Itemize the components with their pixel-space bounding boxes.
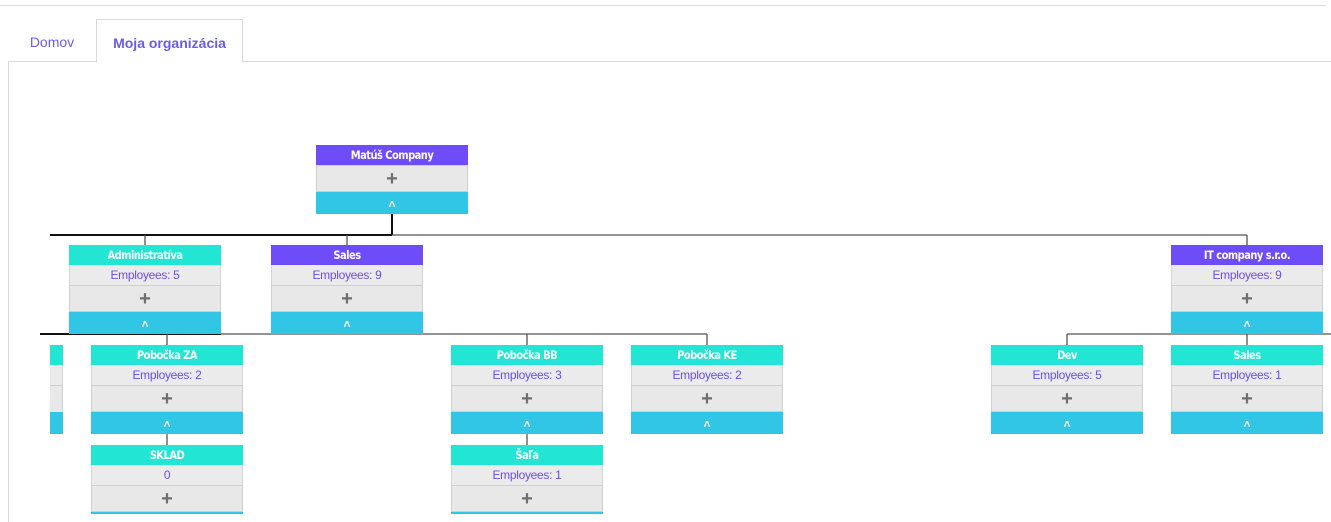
collapse-bar-partial (91, 512, 243, 514)
employee-count: Employees: 3 (451, 365, 603, 385)
org-node-title: Pobočka BB (496, 348, 558, 362)
collapse-bar-partial (451, 512, 603, 514)
expand-button[interactable]: + (1171, 285, 1323, 312)
org-node-title: IT company s.r.o. (1203, 248, 1291, 262)
collapse-button[interactable]: ˄ (271, 312, 423, 334)
expand-button[interactable]: + (91, 485, 243, 512)
partial-node-left (50, 345, 63, 434)
employee-count: Employees: 9 (271, 265, 423, 285)
tab-bar: Domov Moja organizácia (8, 19, 1331, 63)
org-node-it-company: IT company s.r.o. Employees: 9 + ˄ (1171, 245, 1323, 334)
tab-moja-organizacia[interactable]: Moja organizácia (96, 19, 243, 63)
employee-count: Employees: 9 (1171, 265, 1323, 285)
org-node-title: Sales (333, 248, 361, 262)
collapse-button[interactable]: ˄ (91, 412, 243, 434)
org-node-title: Matúš Company (350, 148, 434, 162)
collapse-button[interactable]: ˄ (991, 412, 1143, 434)
org-chart-panel (8, 61, 1331, 522)
collapse-button[interactable]: ˄ (1171, 412, 1323, 434)
org-node-title: Pobočka KE (677, 348, 737, 362)
expand-button[interactable]: + (91, 385, 243, 412)
org-node-sales: Sales Employees: 9 + ˄ (271, 245, 423, 334)
org-node-title: Dev (1057, 348, 1077, 362)
org-node-root: Matúš Company + ˄ (316, 145, 468, 214)
org-node-administrativa: Administratíva Employees: 5 + ˄ (69, 245, 221, 334)
org-node-title: Administratíva (107, 248, 183, 262)
org-node-title: Sales (1233, 348, 1261, 362)
expand-button[interactable]: + (451, 385, 603, 412)
collapse-button[interactable]: ˄ (316, 192, 468, 214)
employee-count: Employees: 1 (1171, 365, 1323, 385)
employee-count: Employees: 1 (451, 465, 603, 485)
expand-button[interactable]: + (991, 385, 1143, 412)
org-node-it-sales: Sales Employees: 1 + ˄ (1171, 345, 1323, 434)
org-node-pobocka-bb: Pobočka BB Employees: 3 + ˄ (451, 345, 603, 434)
expand-button[interactable]: + (69, 285, 221, 312)
tab-domov[interactable]: Domov (29, 34, 75, 50)
expand-button[interactable]: + (271, 285, 423, 312)
expand-button[interactable]: + (1171, 385, 1323, 412)
employee-count: Employees: 2 (91, 365, 243, 385)
collapse-button[interactable]: ˄ (631, 412, 783, 434)
org-node-pobocka-ke: Pobočka KE Employees: 2 + ˄ (631, 345, 783, 434)
employee-count: Employees: 5 (991, 365, 1143, 385)
employee-count: 0 (91, 465, 243, 485)
org-node-dev: Dev Employees: 5 + ˄ (991, 345, 1143, 434)
expand-button[interactable]: + (451, 485, 603, 512)
org-node-sklad: SKLAD 0 + (91, 445, 243, 514)
collapse-button[interactable]: ˄ (1171, 312, 1323, 334)
org-node-title: Pobočka ZA (136, 348, 198, 362)
collapse-button[interactable]: ˄ (451, 412, 603, 434)
top-bar (0, 0, 1326, 6)
collapse-button[interactable]: ˄ (69, 312, 221, 334)
expand-button[interactable]: + (316, 165, 468, 192)
org-node-title: SKLAD (149, 448, 185, 462)
org-node-pobocka-za: Pobočka ZA Employees: 2 + ˄ (91, 345, 243, 434)
org-node-title: Šaľa (515, 448, 539, 462)
expand-button[interactable]: + (631, 385, 783, 412)
org-node-sala: Šaľa Employees: 1 + (451, 445, 603, 514)
employee-count: Employees: 2 (631, 365, 783, 385)
employee-count: Employees: 5 (69, 265, 221, 285)
